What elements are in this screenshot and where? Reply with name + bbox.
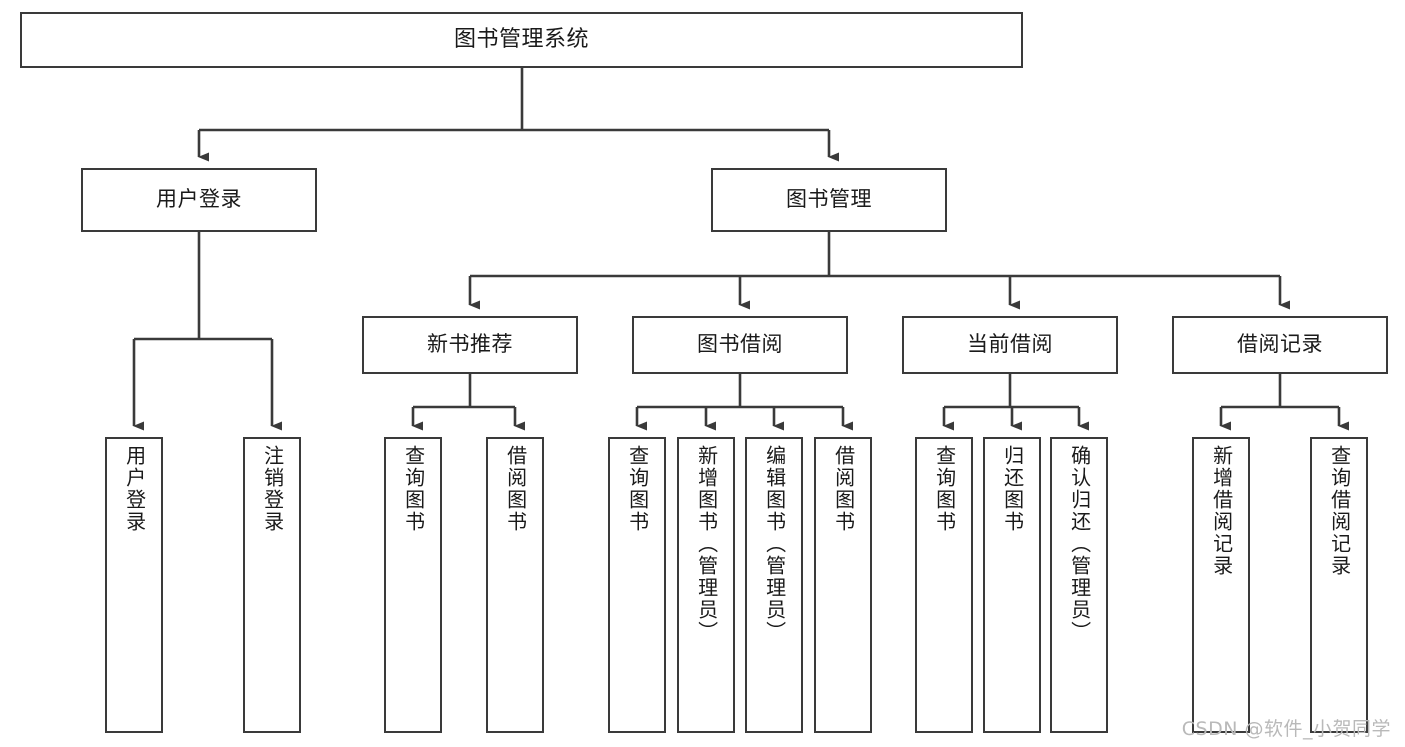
node-leaf-borrow-book-1[interactable]: 借阅图书 <box>486 437 544 733</box>
node-leaf-return-book[interactable]: 归还图书 <box>983 437 1041 733</box>
node-leaf-logout[interactable]: 注销登录 <box>243 437 301 733</box>
node-leaf-edit-book[interactable]: 编辑图书（管理员） <box>745 437 803 733</box>
node-borrow-record[interactable]: 借阅记录 <box>1172 316 1388 374</box>
node-label-leaf-add-book: 新增图书（管理员） <box>694 445 719 643</box>
watermark-label: CSDN @软件_小贺同学 <box>1181 718 1391 740</box>
node-root[interactable]: 图书管理系统 <box>20 12 1023 68</box>
node-current-borrow[interactable]: 当前借阅 <box>902 316 1118 374</box>
node-leaf-add-record[interactable]: 新增借阅记录 <box>1192 437 1250 733</box>
node-label-leaf-query-book-2: 查询图书 <box>625 445 650 533</box>
node-label-leaf-query-record: 查询借阅记录 <box>1327 445 1352 577</box>
node-leaf-user-login[interactable]: 用户登录 <box>105 437 163 733</box>
node-label-borrow-record: 借阅记录 <box>1237 332 1323 357</box>
node-book-borrow[interactable]: 图书借阅 <box>632 316 848 374</box>
node-label-leaf-add-record: 新增借阅记录 <box>1209 445 1234 577</box>
node-label-root: 图书管理系统 <box>453 26 589 52</box>
node-label-leaf-return-book: 归还图书 <box>1000 445 1025 533</box>
node-label-new-book-recommend: 新书推荐 <box>427 332 513 357</box>
node-leaf-query-book-3[interactable]: 查询图书 <box>915 437 973 733</box>
node-label-leaf-borrow-book-1: 借阅图书 <box>503 445 528 533</box>
node-leaf-confirm-return[interactable]: 确认归还（管理员） <box>1050 437 1108 733</box>
node-label-book-borrow: 图书借阅 <box>697 332 783 357</box>
node-label-user-login: 用户登录 <box>156 187 242 212</box>
node-label-leaf-borrow-book-2: 借阅图书 <box>831 445 856 533</box>
node-leaf-query-book-2[interactable]: 查询图书 <box>608 437 666 733</box>
node-new-book-recommend[interactable]: 新书推荐 <box>362 316 578 374</box>
node-label-leaf-confirm-return: 确认归还（管理员） <box>1067 445 1092 643</box>
node-label-leaf-edit-book: 编辑图书（管理员） <box>762 445 787 643</box>
node-leaf-add-book[interactable]: 新增图书（管理员） <box>677 437 735 733</box>
node-book-manage[interactable]: 图书管理 <box>711 168 947 232</box>
node-leaf-query-record[interactable]: 查询借阅记录 <box>1310 437 1368 733</box>
node-leaf-borrow-book-2[interactable]: 借阅图书 <box>814 437 872 733</box>
node-label-leaf-query-book-1: 查询图书 <box>401 445 426 533</box>
node-label-leaf-logout: 注销登录 <box>260 445 285 533</box>
node-label-current-borrow: 当前借阅 <box>967 332 1053 357</box>
node-label-book-manage: 图书管理 <box>786 187 872 212</box>
node-label-leaf-query-book-3: 查询图书 <box>932 445 957 533</box>
node-user-login[interactable]: 用户登录 <box>81 168 317 232</box>
node-leaf-query-book-1[interactable]: 查询图书 <box>384 437 442 733</box>
node-label-leaf-user-login: 用户登录 <box>122 445 147 533</box>
